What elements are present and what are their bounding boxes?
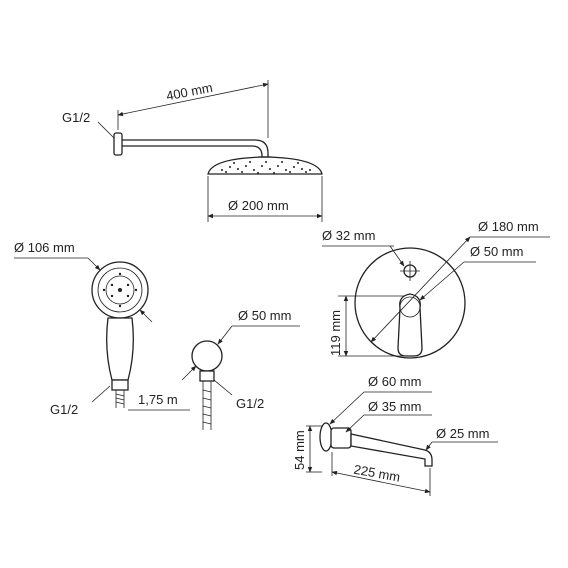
hand-shower: Ø 106 mm G1/2 1,75 m (14, 240, 190, 417)
arm-wall-flange (113, 132, 123, 156)
mixer-lever (397, 293, 423, 357)
wall-elbow-body (191, 340, 223, 372)
spout-tip-label: Ø 25 mm (436, 426, 489, 441)
wall-elbow: Ø 50 mm G1/2 (181, 308, 300, 430)
hand-thread-label: G1/2 (50, 402, 78, 417)
rain-shower-head (207, 156, 323, 175)
spout-flange-label: Ø 60 mm (368, 374, 421, 389)
hose-length-label: 1,75 m (138, 392, 178, 407)
shower-arm (122, 139, 269, 158)
nozzle-dots (221, 161, 311, 174)
elbow-diameter-label: Ø 50 mm (238, 308, 291, 323)
hand-diameter-label: Ø 106 mm (14, 240, 75, 255)
spout-flange (319, 422, 333, 452)
hand-shower-handle (106, 317, 134, 381)
shower-hose (115, 390, 125, 408)
bath-spout: Ø 60 mm Ø 35 mm Ø 25 mm 54 mm 225 mm (292, 374, 498, 496)
overhead-shower: 400 mm G1/2 Ø 200 mm (62, 80, 323, 222)
head-diameter-label: Ø 200 mm (228, 198, 289, 213)
elbow-thread-label: G1/2 (236, 396, 264, 411)
knob-diameter-label: Ø 32 mm (322, 228, 375, 243)
plate-diameter-label: Ø 180 mm (478, 219, 539, 234)
plate-height-label: 119 mm (328, 310, 343, 356)
spout-body-label: Ø 35 mm (368, 399, 421, 414)
arm-thread-label: G1/2 (62, 110, 90, 125)
mixer-plate: Ø 32 mm Ø 180 mm Ø 50 mm 119 mm (322, 219, 550, 359)
spout-pipe (350, 433, 433, 467)
spout-height-label: 54 mm (292, 430, 307, 470)
lever-diameter-label: Ø 50 mm (470, 244, 523, 259)
